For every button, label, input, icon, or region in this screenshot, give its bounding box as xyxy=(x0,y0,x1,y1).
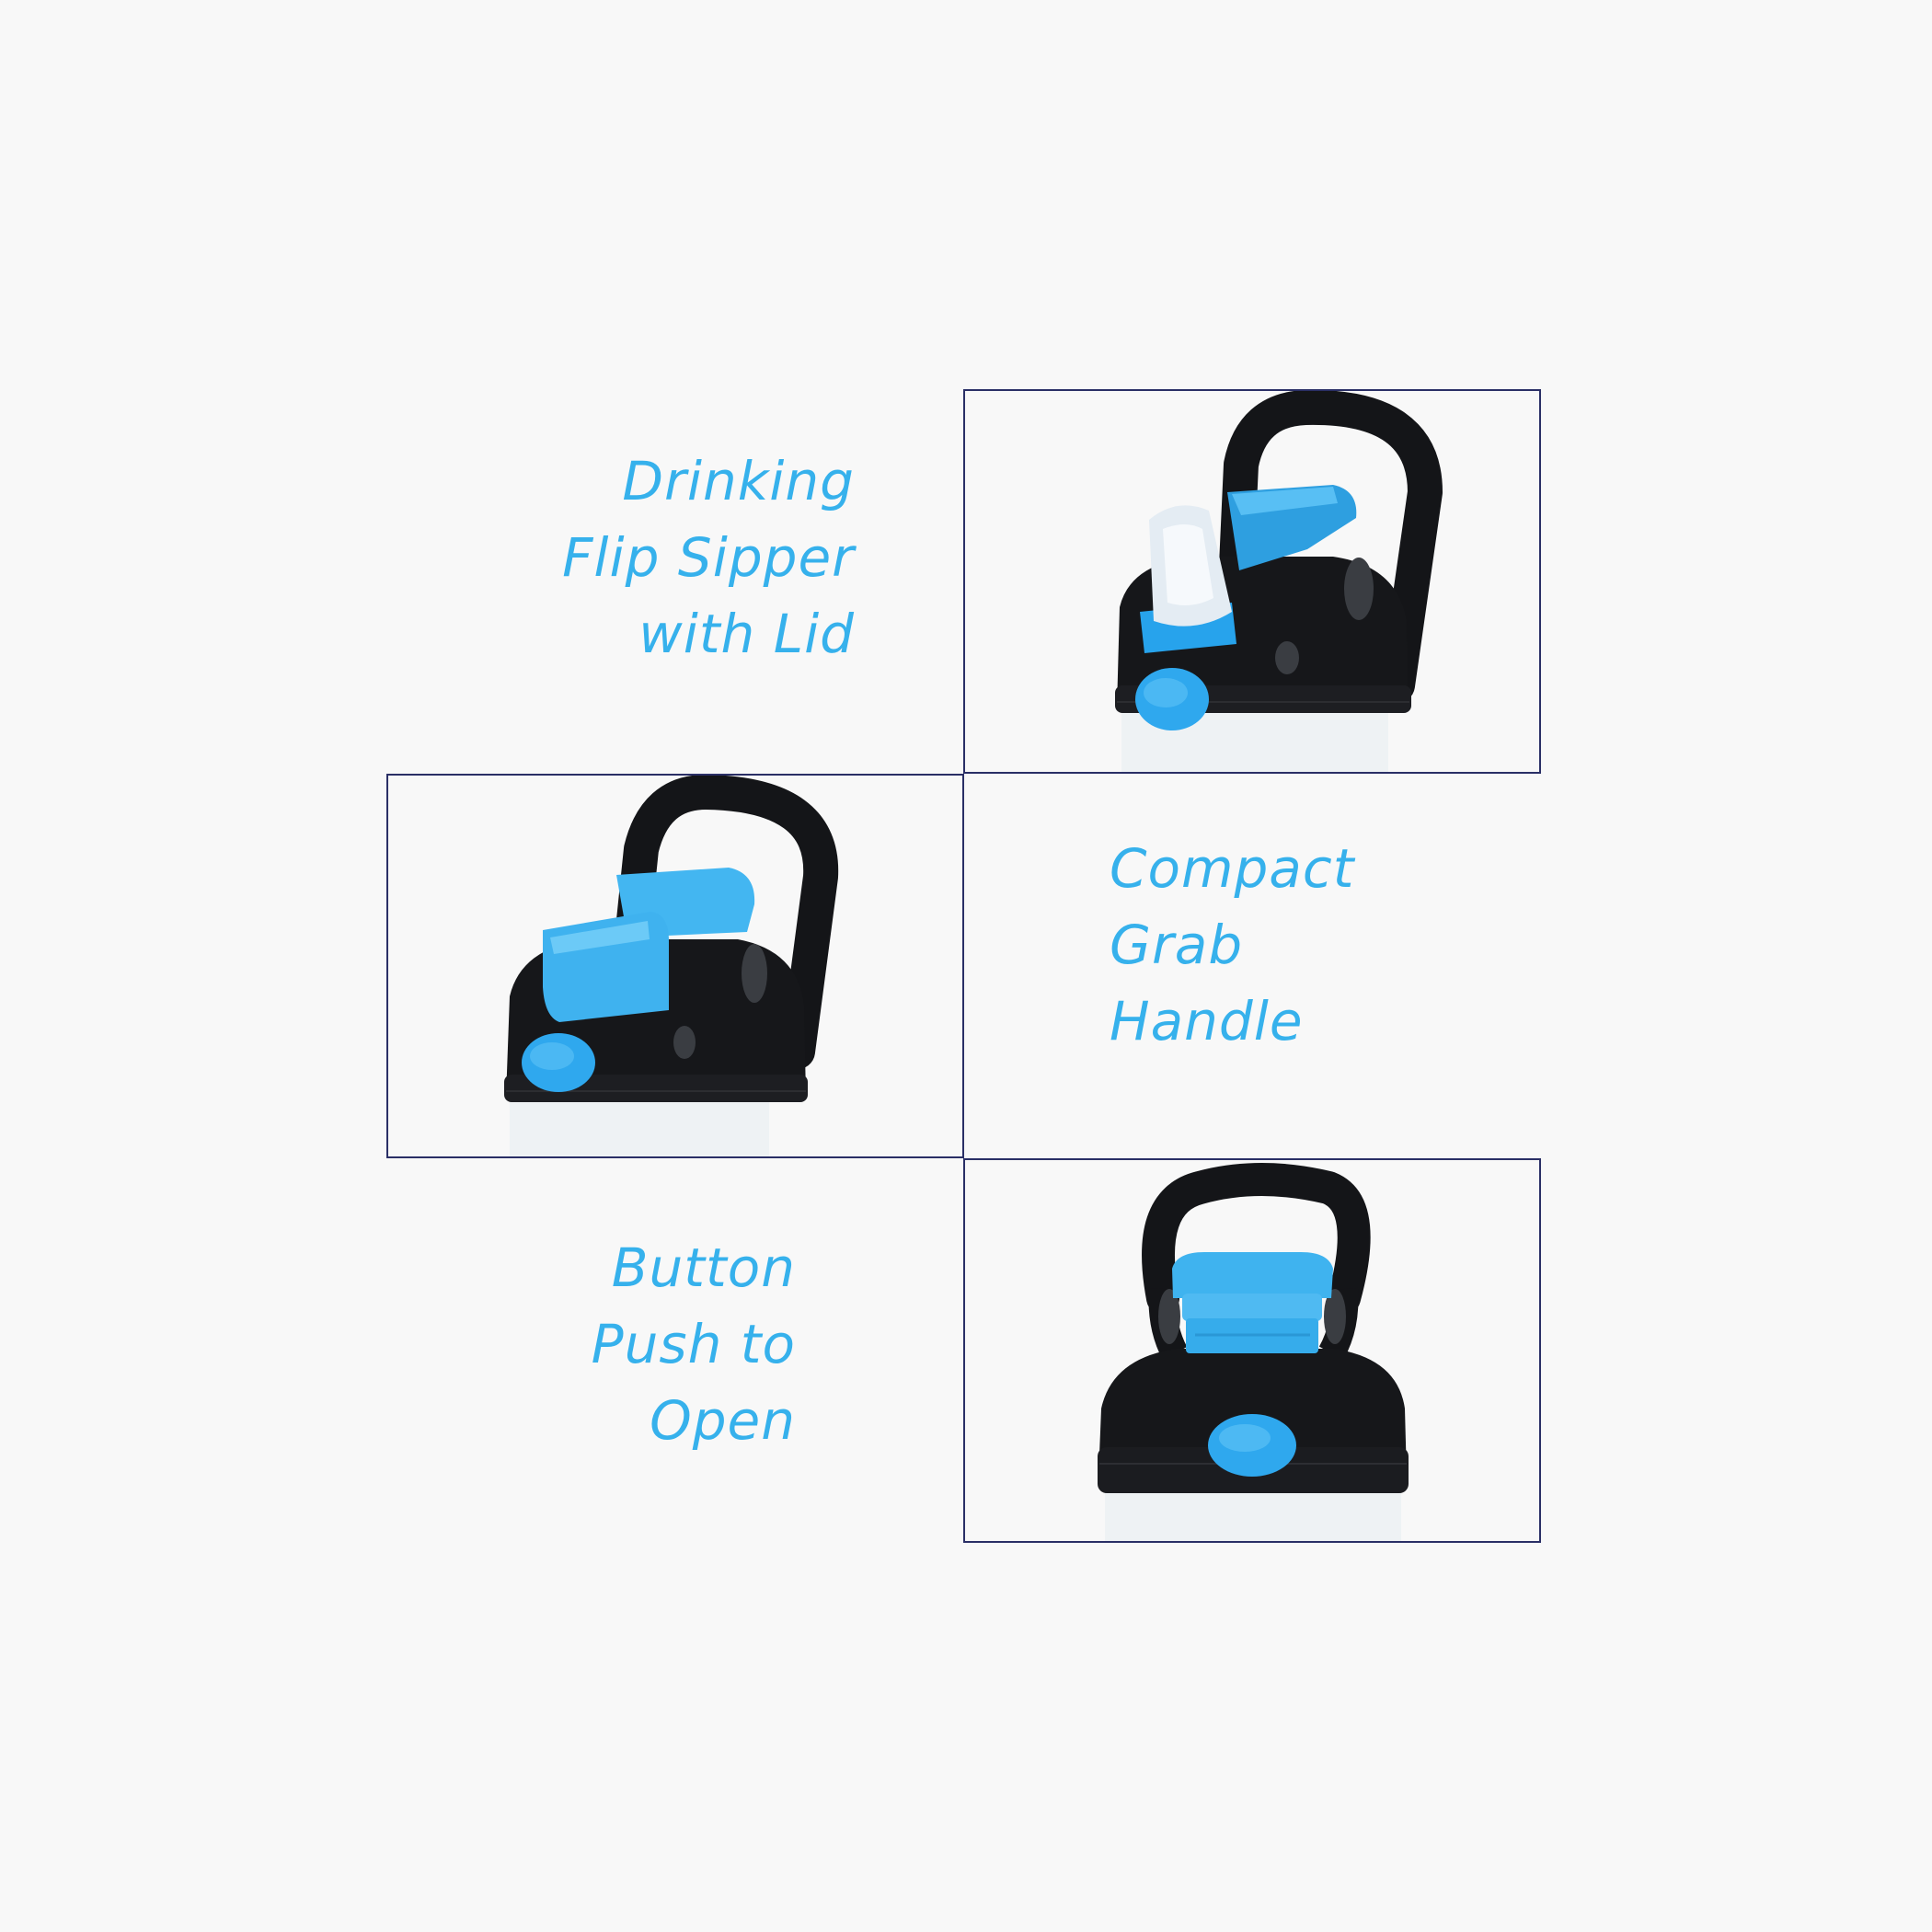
caption-push-button: Button Push to Open xyxy=(592,1230,796,1459)
caption-line: Open xyxy=(650,1389,796,1452)
caption-flip-sipper: Drinking Flip Sipper with Lid xyxy=(562,443,855,673)
closed-bottle-lid-with-handle-icon xyxy=(504,776,839,1156)
caption-line: with Lid xyxy=(638,603,855,665)
caption-line: Compact xyxy=(1110,837,1355,900)
photo-closed-lid xyxy=(386,774,964,1158)
caption-grab-handle: Compact Grab Handle xyxy=(1110,831,1354,1060)
caption-line: Grab xyxy=(1110,914,1244,976)
caption-line: Handle xyxy=(1110,990,1304,1052)
caption-line: Push to xyxy=(591,1313,796,1375)
caption-line: Drinking xyxy=(622,450,855,512)
photo-open-sipper xyxy=(963,389,1541,774)
photo-push-button xyxy=(963,1158,1541,1543)
caption-line: Button xyxy=(611,1236,796,1299)
bottle-lid-front-push-button-icon xyxy=(1098,1163,1409,1541)
caption-line: Flip Sipper xyxy=(562,526,855,589)
open-flip-sipper-bottle-lid-icon xyxy=(1115,391,1443,772)
